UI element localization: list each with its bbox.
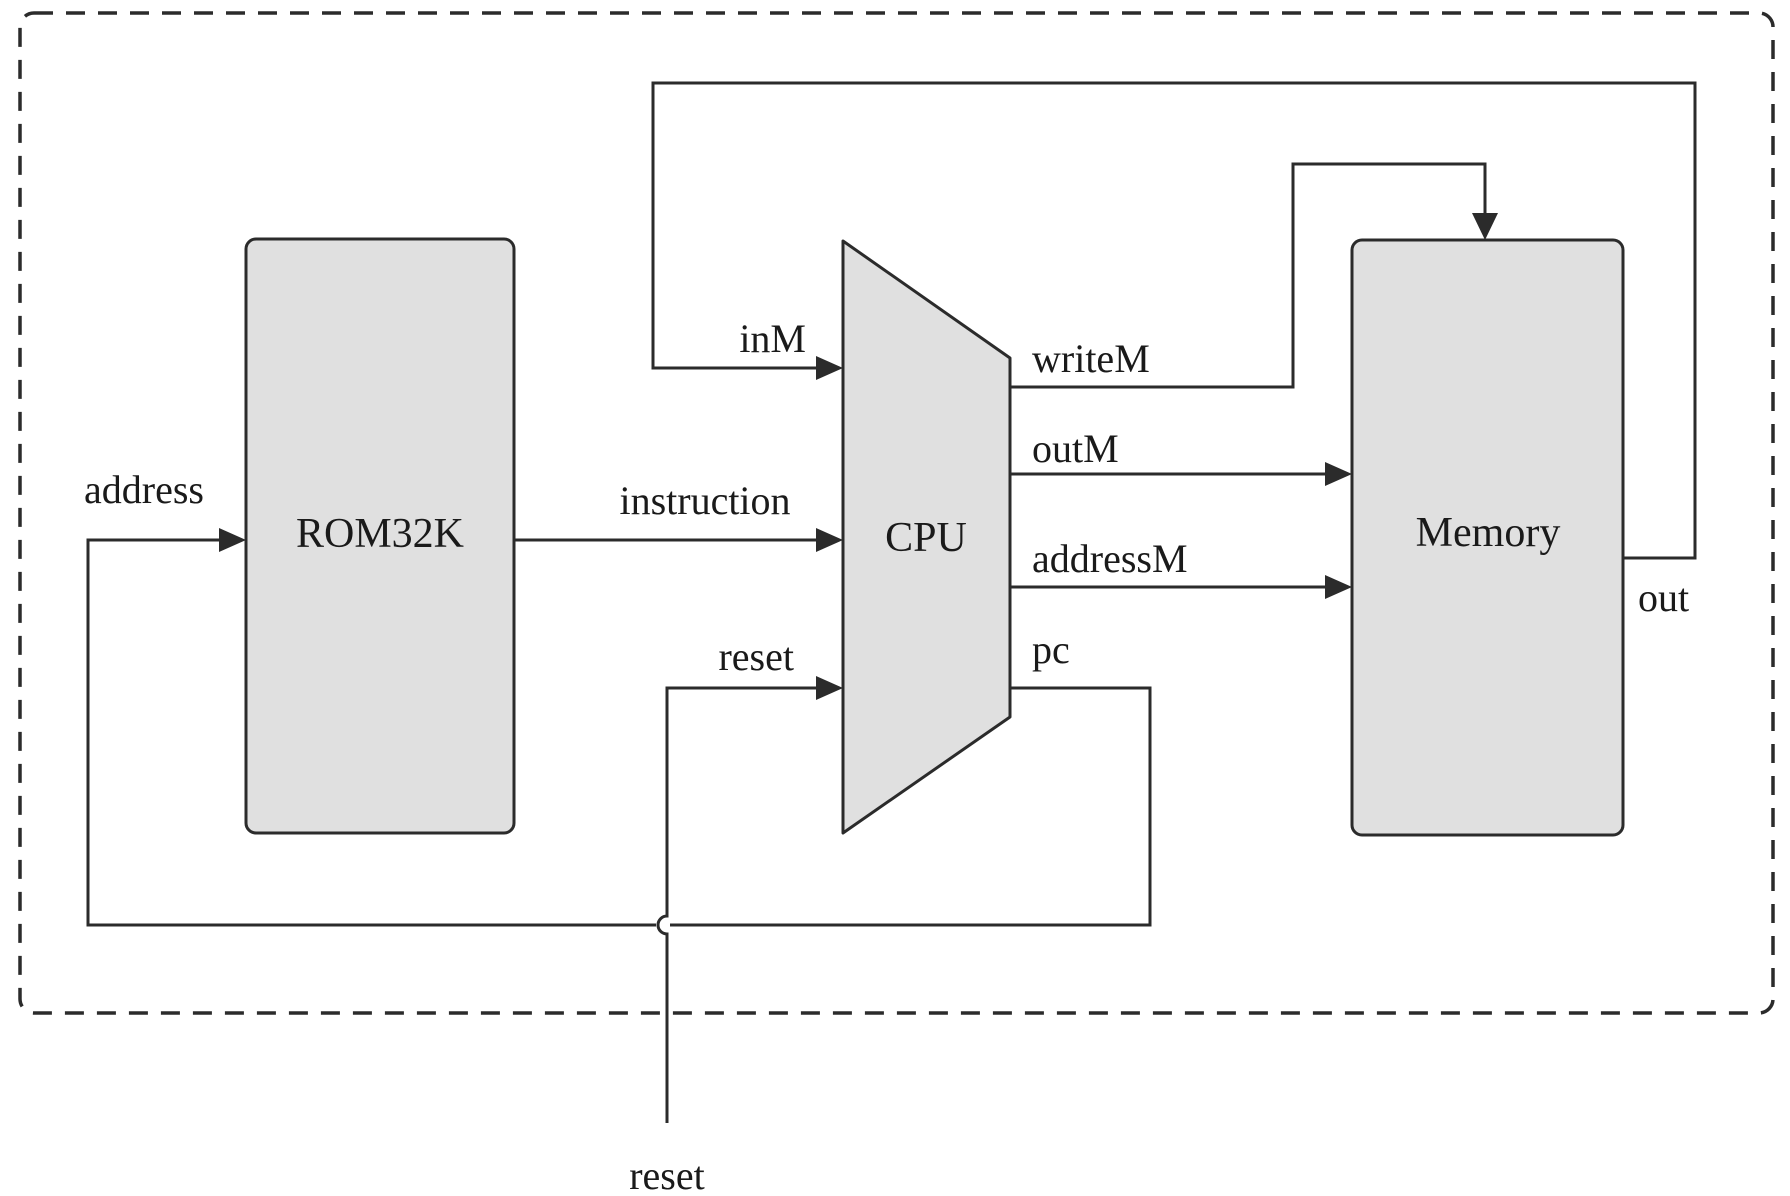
- reset-external-label: reset: [629, 1153, 705, 1196]
- cpu-trapezoid: [841, 239, 1012, 835]
- reset-arrowhead-icon: [816, 676, 843, 700]
- cpu-label: CPU: [885, 515, 967, 561]
- rom32k-label: ROM32K: [296, 511, 464, 557]
- inM-arrowhead-icon: [816, 356, 843, 380]
- cpu-block: CPU: [841, 239, 1012, 835]
- rom32k-box: [244, 237, 516, 835]
- out-signal-label: out: [1638, 575, 1689, 620]
- reset-cpu-input-label: reset: [718, 634, 794, 679]
- instruction-signal-label: instruction: [619, 478, 790, 523]
- writeM-arrowhead-icon: [1472, 213, 1498, 240]
- writeM-signal-label: writeM: [1032, 336, 1150, 381]
- wire-pc-loop-left-to-address: [86, 538, 656, 927]
- wire-writeM-to-memory: [1010, 162, 1487, 389]
- wire-reset-to-cpu: [656, 686, 818, 1123]
- outM-arrowhead-icon: [1325, 462, 1352, 486]
- memory-block: Memory: [1350, 238, 1625, 837]
- instruction-arrowhead-icon: [816, 528, 843, 552]
- memory-box: [1350, 238, 1625, 837]
- inM-signal-label: inM: [739, 316, 806, 361]
- wire-pc-loop-right: [670, 686, 1152, 927]
- system-boundary-dashed-border: [18, 11, 1775, 1015]
- outM-signal-label: outM: [1032, 426, 1119, 471]
- pc-signal-label: pc: [1032, 627, 1070, 672]
- addressM-arrowhead-icon: [1325, 575, 1352, 599]
- addressM-signal-label: addressM: [1032, 536, 1188, 581]
- address-signal-label: address: [84, 467, 204, 512]
- memory-label: Memory: [1416, 510, 1561, 556]
- address-arrowhead-icon: [219, 528, 246, 552]
- rom32k-block: ROM32K: [244, 237, 516, 835]
- wire-out-to-inM: [651, 81, 1697, 560]
